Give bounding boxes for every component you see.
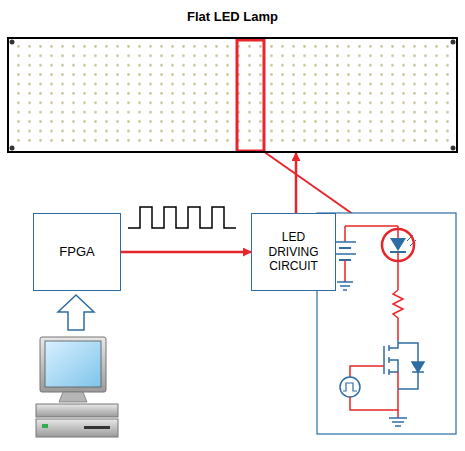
resistor-symbol xyxy=(393,290,403,340)
fpga-box: FPGA xyxy=(33,213,121,291)
mosfet-symbol xyxy=(350,340,424,395)
led-symbol xyxy=(382,226,416,290)
driver-box: LED DRIVING CIRCUIT xyxy=(251,213,336,291)
highlight-column xyxy=(237,40,264,151)
lamp-heading: Flat LED Lamp xyxy=(9,9,456,25)
pulse-source-symbol xyxy=(340,377,398,410)
box-label: FPGA xyxy=(59,244,94,260)
signal-arrow xyxy=(121,251,251,254)
box-label: LED DRIVING CIRCUIT xyxy=(263,230,325,273)
signal-arrow xyxy=(295,153,298,213)
led-grid xyxy=(14,44,454,148)
upload-arrow xyxy=(58,295,94,330)
ground-symbol xyxy=(389,410,407,426)
pulse-waveform xyxy=(128,207,236,228)
schematic-panel xyxy=(317,213,456,434)
computer-icon xyxy=(36,337,118,437)
mount-holes xyxy=(10,40,456,151)
lamp-panel: Flat LED Lamp xyxy=(7,37,458,153)
